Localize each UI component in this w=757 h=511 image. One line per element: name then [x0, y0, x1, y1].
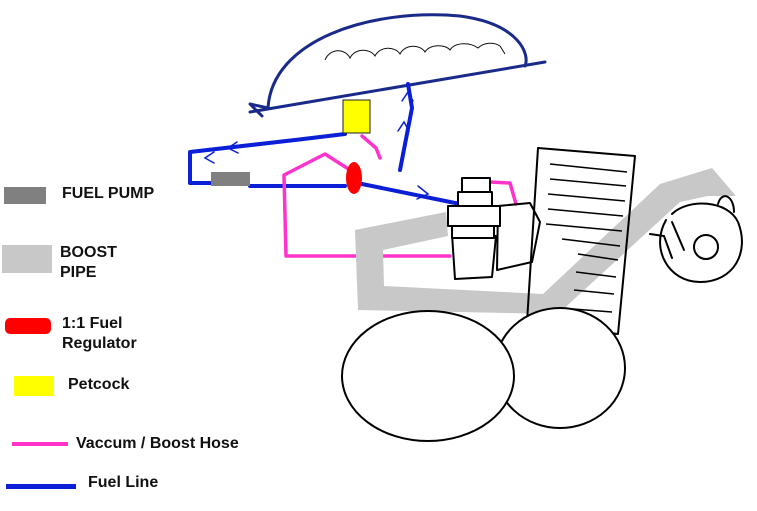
- legend-label-fuel-line: Fuel Line: [88, 474, 159, 491]
- fuel-line-tank-to-pump: [188, 132, 347, 185]
- legend-label-boost-pipe: BOOST PIPE: [60, 244, 117, 281]
- legend-swatch-fuel-line: [6, 484, 76, 489]
- turbo-arm-1: [649, 233, 673, 259]
- legend-label-petcock: Petcock: [68, 376, 130, 393]
- front-wheel: [341, 310, 515, 442]
- injector-mid: [447, 205, 501, 227]
- hose-main: [282, 152, 452, 258]
- fuel-line-regulator-to-engine: [360, 182, 462, 206]
- fuel-line: [188, 82, 462, 206]
- legend-label-fuel-regulator: 1:1 Fuel Regulator: [62, 315, 137, 352]
- injector-lower: [451, 225, 495, 239]
- radiator: [526, 147, 636, 335]
- rear-wheel: [494, 307, 626, 429]
- legend-swatch-petcock: [14, 376, 54, 396]
- arrow-top: [226, 141, 239, 154]
- boost-pipe-shape: [355, 168, 736, 314]
- hose-petcock-pigtail: [360, 134, 382, 160]
- flow-arrows: [203, 90, 430, 200]
- injector-body: [457, 191, 493, 207]
- arrow-up-2: [397, 120, 410, 132]
- wheels: [341, 307, 626, 442]
- turbo-housing: [659, 202, 743, 284]
- vacuum-boost-hose: [282, 134, 518, 258]
- turbo-inlet: [717, 195, 735, 213]
- petcock-shape: [342, 99, 371, 134]
- fuel-line-return: [398, 82, 414, 172]
- block-outline: [496, 202, 541, 271]
- radiator-fins: [545, 163, 628, 313]
- fuel-pump-shape: [211, 172, 250, 186]
- tank-left-hook: [248, 102, 270, 118]
- injector-top: [461, 177, 491, 193]
- arrow-up-1: [401, 90, 414, 102]
- turbo: [649, 195, 743, 284]
- fuel-regulator-shape: [346, 162, 362, 194]
- tank-dome: [266, 13, 528, 110]
- legend-swatch-vacuum-hose: [12, 442, 68, 446]
- block-lower: [451, 233, 497, 280]
- turbo-arm-2: [671, 221, 685, 251]
- tank-base-line: [248, 60, 547, 114]
- legend-label-vacuum-hose: Vaccum / Boost Hose: [76, 435, 239, 452]
- tank-fuel-wave: [324, 42, 506, 61]
- hose-top: [488, 180, 518, 206]
- arrow-right: [416, 185, 430, 200]
- fuel-tank: [248, 13, 547, 118]
- arrow-left: [203, 151, 215, 164]
- legend-swatch-boost-pipe: [2, 245, 52, 273]
- fuel-injector: [447, 177, 501, 239]
- legend-label-fuel-pump: FUEL PUMP: [62, 185, 155, 202]
- turbo-hub: [693, 234, 719, 260]
- legend-swatch-fuel-regulator: [5, 318, 51, 334]
- radiator-outline: [526, 147, 636, 335]
- legend-swatch-fuel-pump: [4, 187, 46, 204]
